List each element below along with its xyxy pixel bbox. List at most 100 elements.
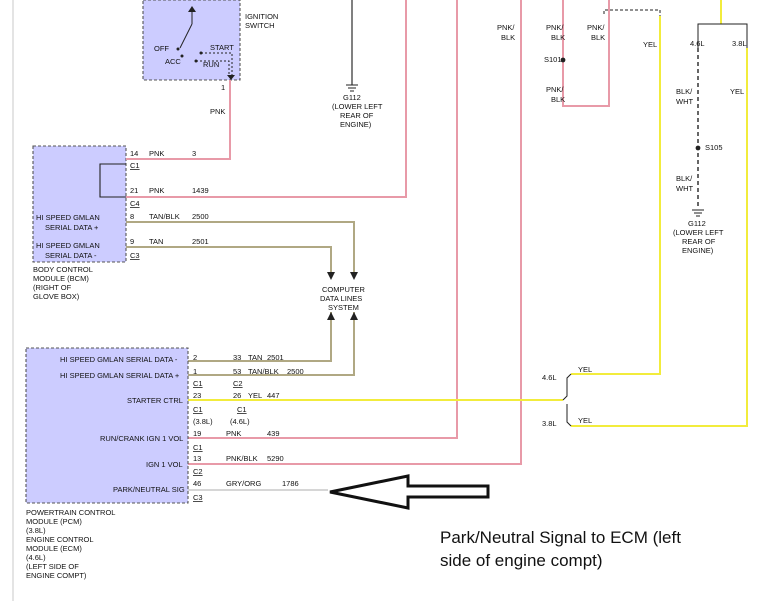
pcm-module-label-8: ENGINE COMPT) xyxy=(26,571,87,580)
right-ground-circuit: 4.6L 3.8L BLK/ WHT YEL S105 BLK/ WHT G11… xyxy=(673,23,748,255)
bcm-serial-plus-label-1: HI SPEED GMLAN xyxy=(36,213,100,222)
ignition-internal-run-link xyxy=(196,60,230,75)
ignition-switch-title-2: SWITCH xyxy=(245,21,275,30)
right-g112-loc-3: ENGINE) xyxy=(682,246,714,255)
pcm-module-label-5: MODULE (ECM) xyxy=(26,544,82,553)
label-pnkblk-b-1: PNK/ xyxy=(546,23,564,32)
bcm-module-label-1: BODY CONTROL xyxy=(33,265,93,274)
wire-tan-2501-bcm xyxy=(126,246,332,272)
wire-yel-4-6l-branch xyxy=(571,16,661,375)
split-bracket-lines xyxy=(562,373,572,427)
pcm-pin-46: 46 xyxy=(193,479,201,488)
pcm-box xyxy=(25,347,189,504)
bcm-wire-color-21: PNK xyxy=(149,186,164,195)
computer-data-lines-system: COMPUTER DATA LINES SYSTEM xyxy=(320,285,366,312)
pcm-pin-19: 19 xyxy=(193,429,201,438)
ignition-switch-title-1: IGNITION xyxy=(245,12,278,21)
label-pnkblk-d-2: BLK xyxy=(551,95,565,104)
body-control-module: HI SPEED GMLAN SERIAL DATA + HI SPEED GM… xyxy=(32,145,209,301)
engine-split-bracket: 4.6L YEL 3.8L YEL xyxy=(542,365,592,428)
bcm-serial-minus-label-1: HI SPEED GMLAN xyxy=(36,241,100,250)
annotation-line-2: side of engine compt) xyxy=(440,551,603,570)
pcm-conn-c2-a: C2 xyxy=(233,379,243,388)
pcm-conn-c3: C3 xyxy=(193,493,203,502)
splice-s101 xyxy=(560,57,566,63)
pcm-module-label-1: POWERTRAIN CONTROL xyxy=(26,508,115,517)
ignition-contact-acc xyxy=(180,54,184,58)
pcm-module-label-4: ENGINE CONTROL xyxy=(26,535,94,544)
pcm-col-pnk: PNK xyxy=(226,429,241,438)
bcm-pin-8: 8 xyxy=(130,212,134,221)
pcm-ckt-447: 447 xyxy=(267,391,280,400)
wire-pnkblk-s101-loop xyxy=(562,0,610,107)
wire-pnk-439-run-crank xyxy=(188,0,458,439)
ground-g112-left-loc-3: ENGINE) xyxy=(340,120,372,129)
label-pnkblk-c-1: PNK/ xyxy=(587,23,605,32)
pcm-conn-c2-b: C2 xyxy=(193,467,203,476)
bcm-circuit-14: 3 xyxy=(192,149,196,158)
pcm-col-yel: YEL xyxy=(248,391,262,400)
right-blkwht-a-2: WHT xyxy=(676,97,693,106)
ignition-contact-off xyxy=(176,47,180,51)
bcm-pin-9: 9 xyxy=(130,237,134,246)
pcm-conn-c1-a: C1 xyxy=(193,379,203,388)
ignition-run-label: RUN xyxy=(203,60,219,69)
right-blkwht-b-2: WHT xyxy=(676,184,693,193)
right-splice-s105: S105 xyxy=(705,143,723,152)
right-g112-loc-2: REAR OF xyxy=(682,237,716,246)
wire-pnk-3-ignition-to-bcm xyxy=(126,80,231,160)
pcm-sig-plus-label: HI SPEED GMLAN SERIAL DATA + xyxy=(60,371,180,380)
ignition-acc-label: ACC xyxy=(165,57,181,66)
ignition-off-label: OFF xyxy=(154,44,169,53)
annotation-line-1: Park/Neutral Signal to ECM (left xyxy=(440,528,681,547)
bcm-serial-plus-label-2: SERIAL DATA + xyxy=(45,223,99,232)
ground-g112-right-icon xyxy=(692,209,704,217)
pcm-conn-c1-d: C1 xyxy=(193,443,203,452)
right-bracket xyxy=(697,23,748,48)
pcm-ckt-2501: 2501 xyxy=(267,353,284,362)
label-pnkblk-b-2: BLK xyxy=(551,33,565,42)
bcm-conn-c4: C4 xyxy=(130,199,140,208)
ground-g112-left: G112 (LOWER LEFT REAR OF ENGINE) xyxy=(332,0,383,129)
right-3-8l-label: 3.8L xyxy=(732,39,747,48)
pcm-col-pnkblk: PNK/BLK xyxy=(226,454,258,463)
split-3-8l-label: 3.8L xyxy=(542,419,557,428)
ignition-pole-arrow xyxy=(188,6,196,12)
pcm-ckt-5290: 5290 xyxy=(267,454,284,463)
pcm-eng-3-8l: (3.8L) xyxy=(193,417,213,426)
bcm-pin-21: 21 xyxy=(130,186,138,195)
arrow-cdl-tanblk-bcm xyxy=(350,272,358,280)
pcm-col-gryorg: GRY/ORG xyxy=(226,479,261,488)
right-yel-label: YEL xyxy=(730,87,744,96)
pcm-module-label-2: MODULE (PCM) xyxy=(26,517,82,526)
split-4-6l-yel: YEL xyxy=(578,365,592,374)
ground-g112-left-loc-2: REAR OF xyxy=(340,111,374,120)
label-pnkblk-a-2: BLK xyxy=(501,33,515,42)
label-pnkblk-d-1: PNK/ xyxy=(546,85,564,94)
cdl-label-2: DATA LINES xyxy=(320,294,362,303)
wire-pnkblk-5290-ign1 xyxy=(188,0,522,465)
wire-tanblk-2500-pcm xyxy=(188,312,355,376)
annotation-arrow xyxy=(329,474,490,510)
pcm-col-tanblk: TAN/BLK xyxy=(248,367,279,376)
right-blkwht-b-1: BLK/ xyxy=(676,174,693,183)
pcm-run-crank-label: RUN/CRANK IGN 1 VOL xyxy=(100,434,183,443)
label-yel-top: YEL xyxy=(643,40,657,49)
bcm-conn-c1: C1 xyxy=(130,161,140,170)
right-g112-loc-1: (LOWER LEFT xyxy=(673,228,724,237)
pcm-conn-c1-c: C1 xyxy=(237,405,247,414)
bcm-box xyxy=(32,145,127,263)
bcm-internal-jumper xyxy=(99,163,126,198)
ignition-wire-label: PNK xyxy=(210,107,225,116)
splice-s105 xyxy=(695,145,701,151)
wire-tan-2501-pcm xyxy=(188,312,332,362)
bcm-pin-14: 14 xyxy=(130,149,138,158)
arrow-cdl-tan-pcm xyxy=(327,312,335,320)
cdl-label-1: COMPUTER xyxy=(322,285,366,294)
pcm-conn-c1-b: C1 xyxy=(193,405,203,414)
pcm-c2-pin-33: 33 xyxy=(233,353,241,362)
pcm-pin-2: 2 xyxy=(193,353,197,362)
pcm-module-label-7: (LEFT SIDE OF xyxy=(26,562,79,571)
pcm-park-neutral-label: PARK/NEUTRAL SIG xyxy=(113,485,185,494)
